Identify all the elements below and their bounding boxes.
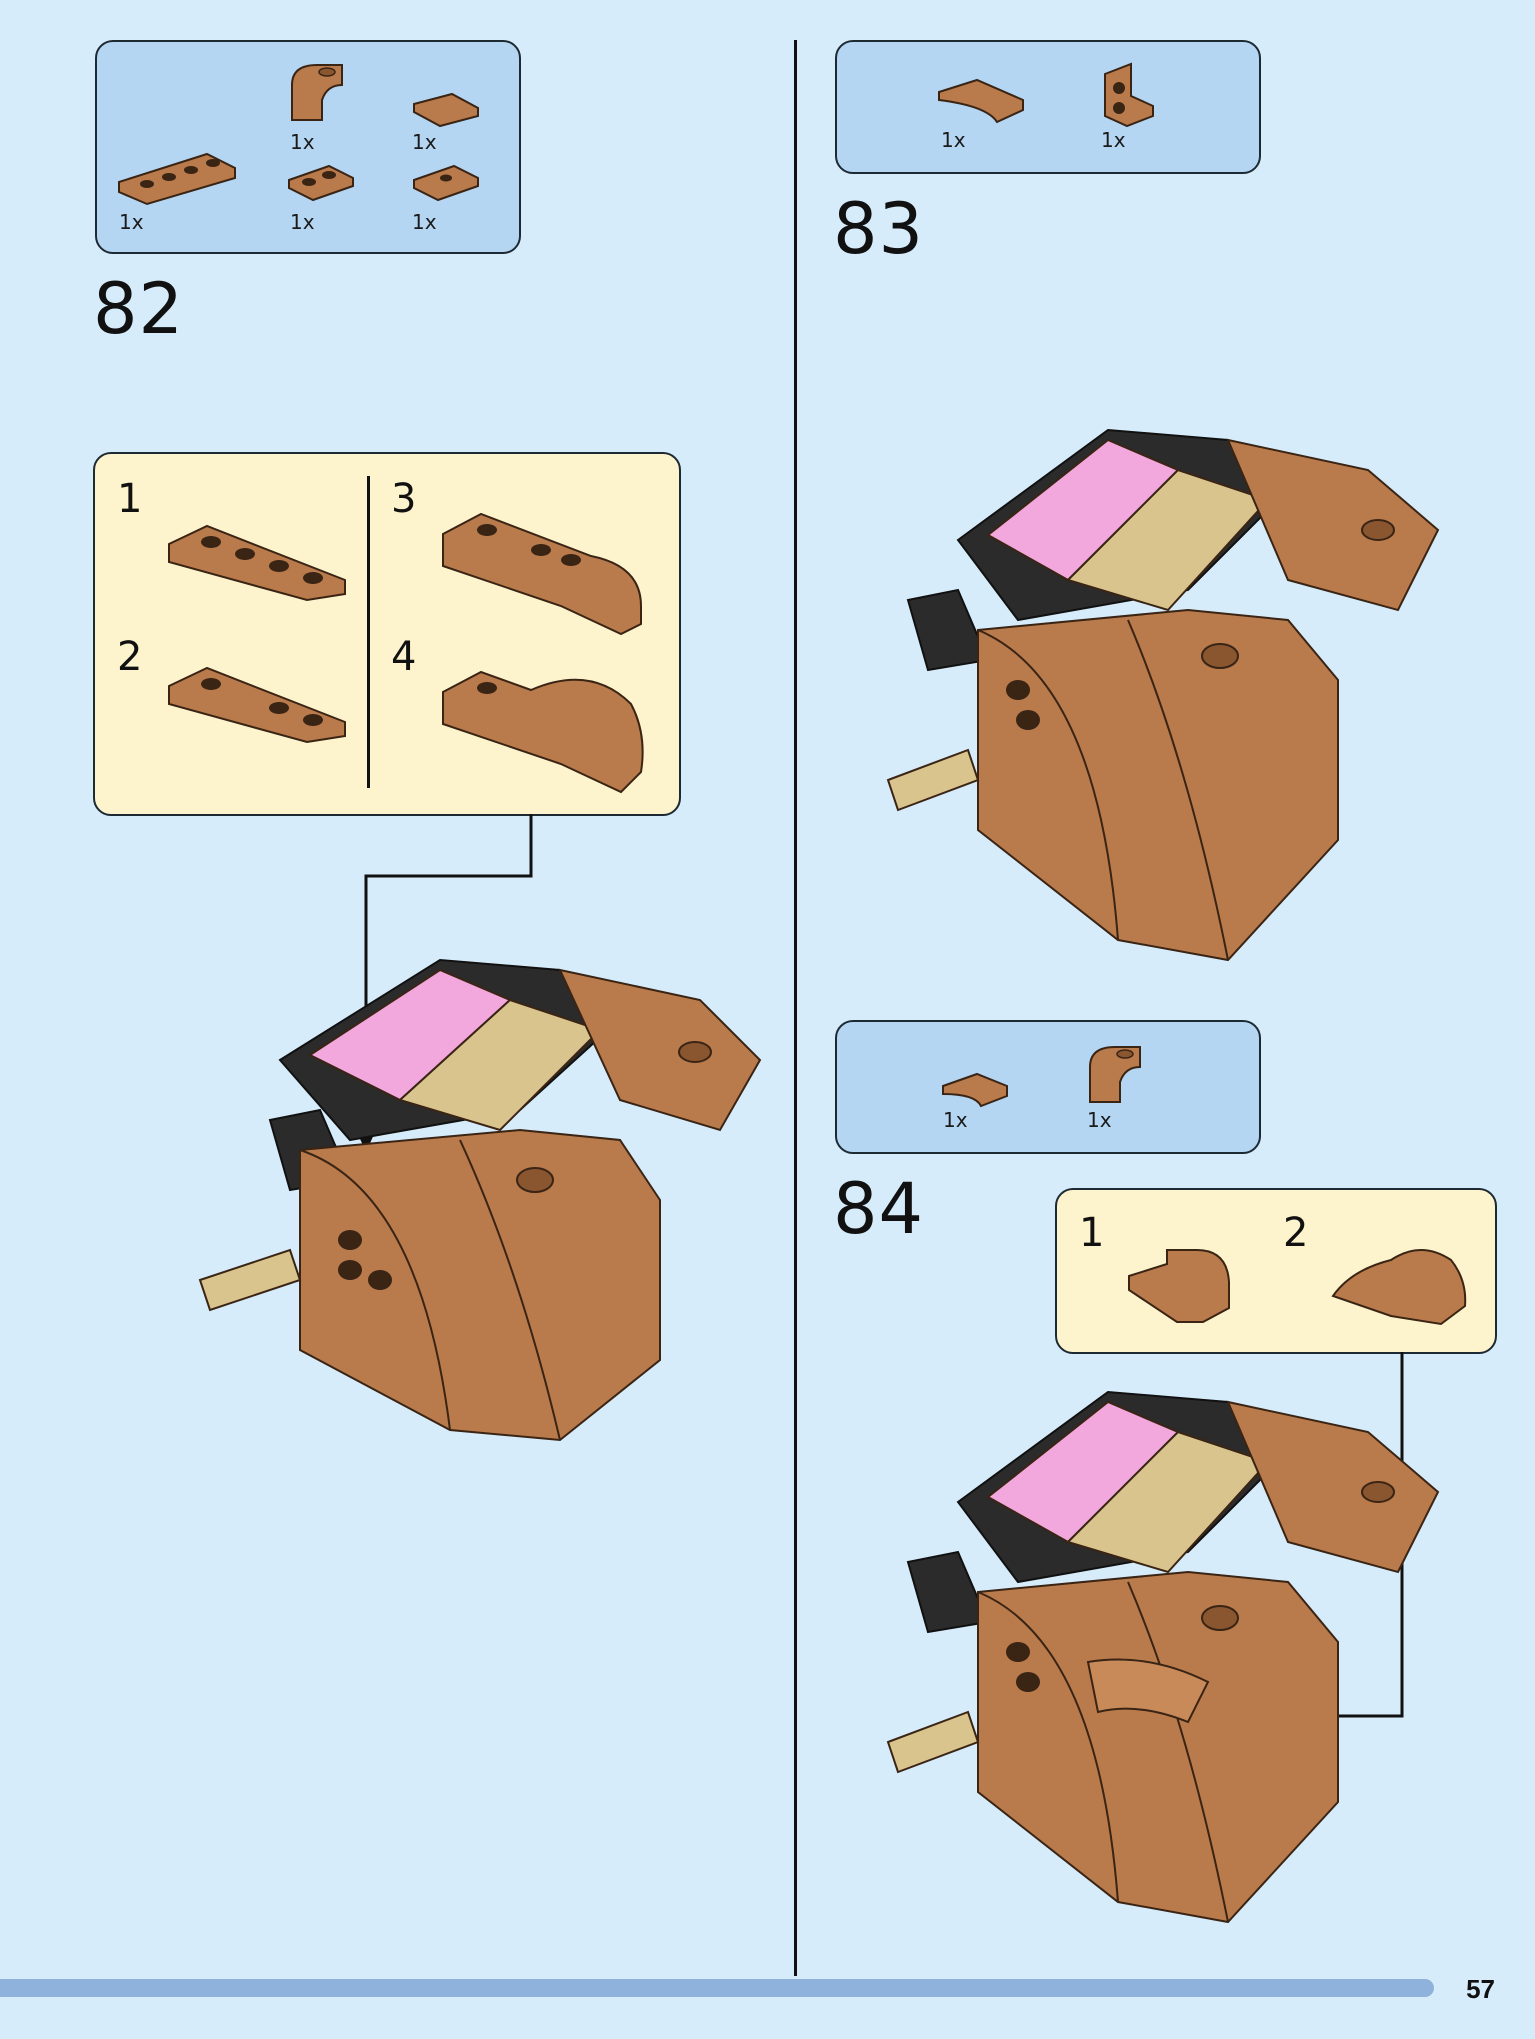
substep-number: 1 [117,476,143,522]
brown-assembly-icon [1128,1249,1230,1323]
step-number-84: 84 [833,1168,925,1250]
part-qty: 1x [290,210,315,234]
brown-curved-slope-icon [291,64,343,121]
step-number-83: 83 [833,188,925,270]
brown-jumper-plate-icon [413,164,479,202]
brown-bracket-icon [1104,62,1154,128]
model-assembly-84 [886,1390,1440,1924]
substep-number: 2 [1283,1210,1309,1256]
brown-assembly-icon [168,666,346,744]
brown-assembly-icon [1331,1249,1467,1326]
parts-box-step-84: 1x 1x [835,1020,1261,1154]
part-qty: 1x [1087,1108,1112,1132]
substep-number: 3 [391,476,417,522]
substep-box-step-84: 1 2 [1055,1188,1497,1354]
page-number: 57 [1466,1974,1495,2004]
substep-number: 2 [117,634,143,680]
brown-curved-slope-icon [938,78,1024,124]
brown-1x2-plate-icon [288,164,354,202]
step-number-82: 82 [93,268,185,350]
brown-1x4-plate-icon [168,524,346,602]
substep-number: 1 [1079,1210,1105,1256]
model-assembly-82 [198,958,762,1442]
substep-box-step-82: 1 2 3 4 [93,452,681,816]
part-qty: 1x [119,210,144,234]
substep-divider [367,476,370,788]
brown-small-slope-icon [942,1072,1008,1108]
part-qty: 1x [412,130,437,154]
footer-progress-bar [0,1979,1434,1997]
part-qty: 1x [941,128,966,152]
column-divider [794,40,797,1976]
brown-curved-slope-icon [1089,1046,1141,1103]
brown-1x4-plate-icon [118,152,236,206]
parts-box-step-83: 1x 1x [835,40,1261,174]
part-qty: 1x [943,1108,968,1132]
brown-assembly-icon [442,512,642,636]
model-assembly-83 [886,428,1440,962]
part-qty: 1x [1101,128,1126,152]
brown-wedge-plate-icon [413,92,479,128]
parts-box-step-82: 1x 1x 1x 1x 1x [95,40,521,254]
part-qty: 1x [290,130,315,154]
substep-number: 4 [391,634,417,680]
brown-assembly-icon [442,670,644,794]
part-qty: 1x [412,210,437,234]
